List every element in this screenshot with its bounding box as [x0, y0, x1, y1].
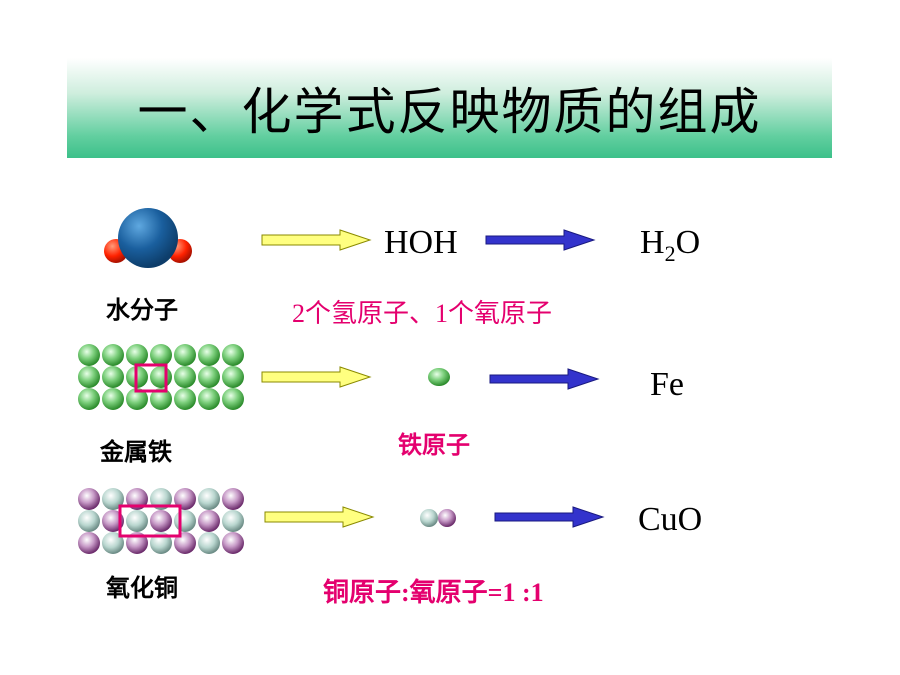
iron-lattice-atom — [174, 388, 196, 410]
iron-lattice-atom — [150, 344, 172, 366]
formula-water: H2O — [640, 224, 701, 266]
yellow-arrow-icon — [264, 506, 375, 528]
copper-oxide-lattice-atom — [78, 488, 100, 510]
iron-lattice-icon — [78, 344, 244, 410]
copper-oxide-atoms-icon — [420, 509, 456, 527]
row-label-copper-oxide: 氧化铜 — [106, 574, 178, 602]
note-iron: 铁原子 — [398, 431, 470, 459]
blue-arrow-icon — [485, 229, 596, 251]
iron-lattice-atom — [102, 366, 124, 388]
iron-lattice-atom — [126, 388, 148, 410]
iron-lattice-atom — [222, 344, 244, 366]
iron-atom-icon — [428, 368, 450, 386]
yellow-arrow-icon — [261, 366, 372, 388]
highlight-box — [134, 363, 168, 393]
slide-title: 一、化学式反映物质的组成 — [137, 83, 762, 141]
yellow-arrow-icon — [261, 229, 372, 251]
iron-lattice-atom — [222, 366, 244, 388]
copper-oxide-lattice-atom — [222, 510, 244, 532]
iron-lattice-atom — [198, 366, 220, 388]
copper-oxide-lattice-icon — [78, 488, 244, 554]
copper-oxide-lattice-atom — [222, 532, 244, 554]
iron-lattice-atom — [78, 366, 100, 388]
copper-oxide-lattice-atom — [78, 510, 100, 532]
copper-oxide-lattice-atom — [174, 510, 196, 532]
iron-lattice-atom — [174, 366, 196, 388]
note-water: 2个氢原子、1个氧原子 — [292, 299, 553, 328]
iron-lattice-atom — [198, 388, 220, 410]
iron-lattice-atom — [78, 344, 100, 366]
blue-arrow-icon — [489, 368, 600, 390]
formula-iron: Fe — [650, 366, 684, 403]
iron-lattice-atom — [222, 388, 244, 410]
intermediate-formula-water: HOH — [384, 224, 458, 261]
blue-arrow-icon — [494, 506, 605, 528]
iron-lattice-atom — [150, 366, 172, 388]
copper-oxide-lattice-atom — [78, 532, 100, 554]
copper-oxide-lattice-atom — [126, 510, 148, 532]
copper-oxide-lattice-atom — [198, 532, 220, 554]
iron-lattice-atom — [78, 388, 100, 410]
highlight-box — [118, 504, 182, 538]
formula-copper-oxide: CuO — [638, 501, 703, 538]
copper-oxide-lattice-atom — [150, 510, 172, 532]
copper-oxide-lattice-atom — [222, 488, 244, 510]
iron-lattice-atom — [126, 344, 148, 366]
iron-lattice-atom — [198, 344, 220, 366]
water-molecule-icon — [104, 208, 192, 268]
title-banner: 一、化学式反映物质的组成 — [67, 58, 832, 158]
iron-lattice-atom — [102, 388, 124, 410]
note-copper-oxide: 铜原子:氧原子=1 :1 — [323, 578, 544, 607]
iron-lattice-atom — [150, 388, 172, 410]
copper-oxide-lattice-atom — [198, 488, 220, 510]
copper-oxide-lattice-atom — [198, 510, 220, 532]
row-label-water: 水分子 — [106, 296, 178, 324]
row-label-iron: 金属铁 — [100, 438, 172, 466]
iron-lattice-atom — [174, 344, 196, 366]
iron-lattice-atom — [102, 344, 124, 366]
